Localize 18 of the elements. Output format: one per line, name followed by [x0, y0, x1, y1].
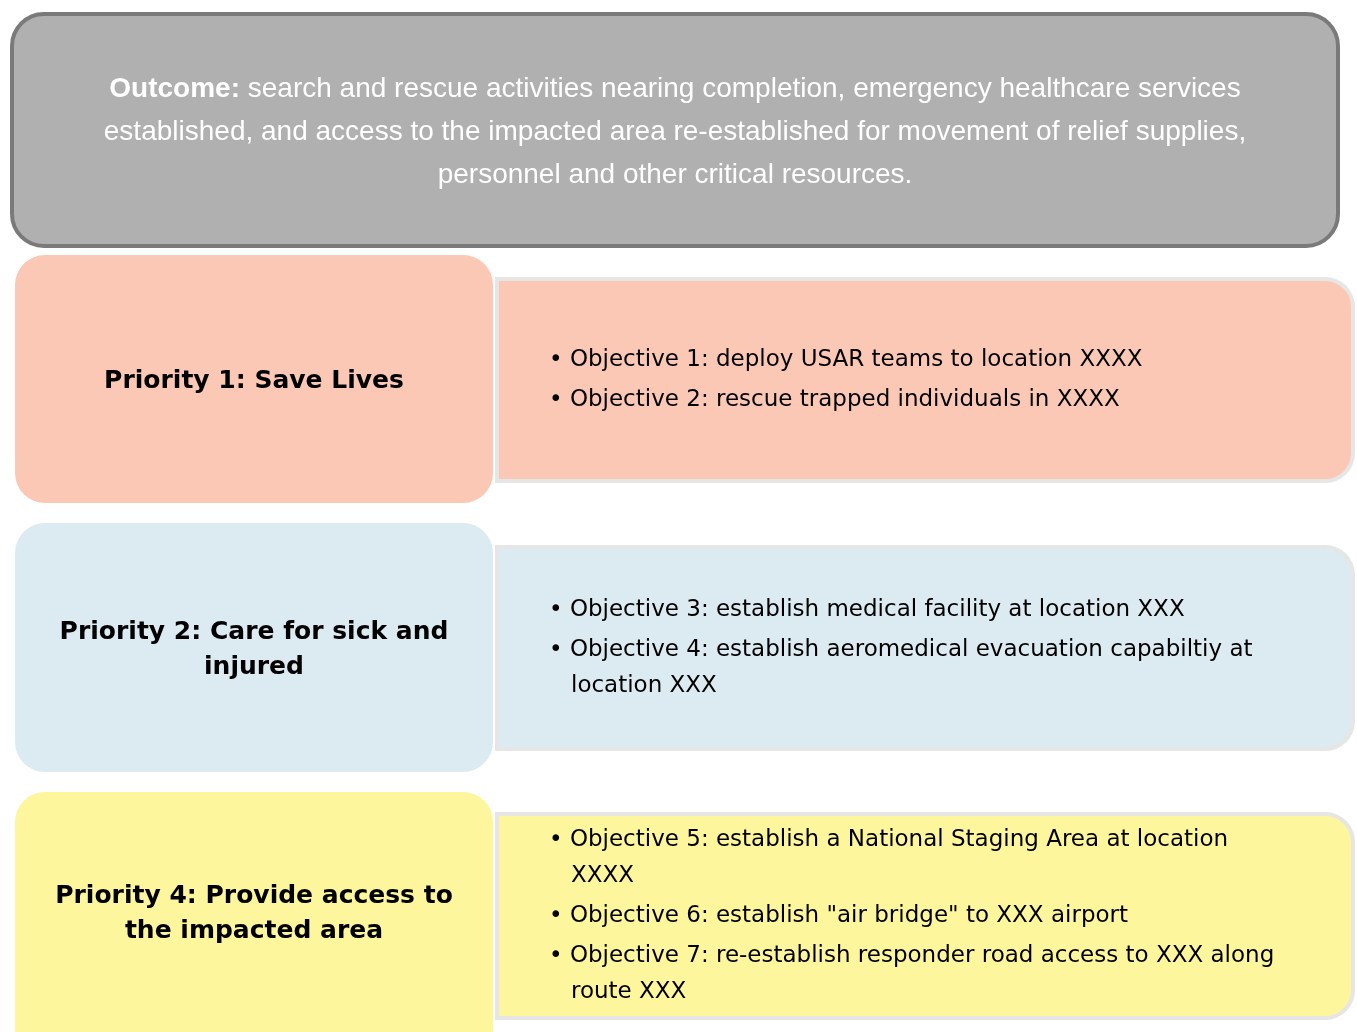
objective-item: • Objective 2: rescue trapped individuals in XXXX [549, 384, 1121, 413]
objectives-box [495, 812, 1355, 1020]
priority-label: Priority 1: Save Lives [104, 363, 404, 396]
outcome-text: Outcome: search and rescue activities nearing completion, emergency healthcare services established, and access to the impacted area re-established for movement of relief supplies, personnel and other critical resources. [102, 70, 1248, 191]
objective-item: • Objective 1: deploy USAR teams to location XXXX [549, 344, 1144, 373]
priority-box [15, 523, 493, 772]
objectives-box [495, 277, 1355, 483]
priority-label: Priority 2: Care for sick and injured [58, 614, 450, 682]
priority-box [15, 255, 493, 503]
objective-item: • Objective 3: establish medical facility at location XXX [549, 594, 1186, 623]
priority-label: Priority 4: Provide access to the impacted area [54, 879, 454, 946]
outcome-box [10, 12, 1340, 248]
objective-item: • Objective 6: establish "air bridge" to XXX airport [549, 900, 1130, 929]
objective-item: • Objective 5: establish a National Staging Area at location XXXX [549, 824, 1230, 889]
objective-item: • Objective 4: establish aeromedical evacuation capabiltiy at location XXX [549, 634, 1254, 699]
priority-box [15, 792, 493, 1032]
objectives-box [495, 545, 1355, 751]
objective-item: • Objective 7: re-establish responder road access to XXX along route XXX [549, 940, 1276, 1005]
